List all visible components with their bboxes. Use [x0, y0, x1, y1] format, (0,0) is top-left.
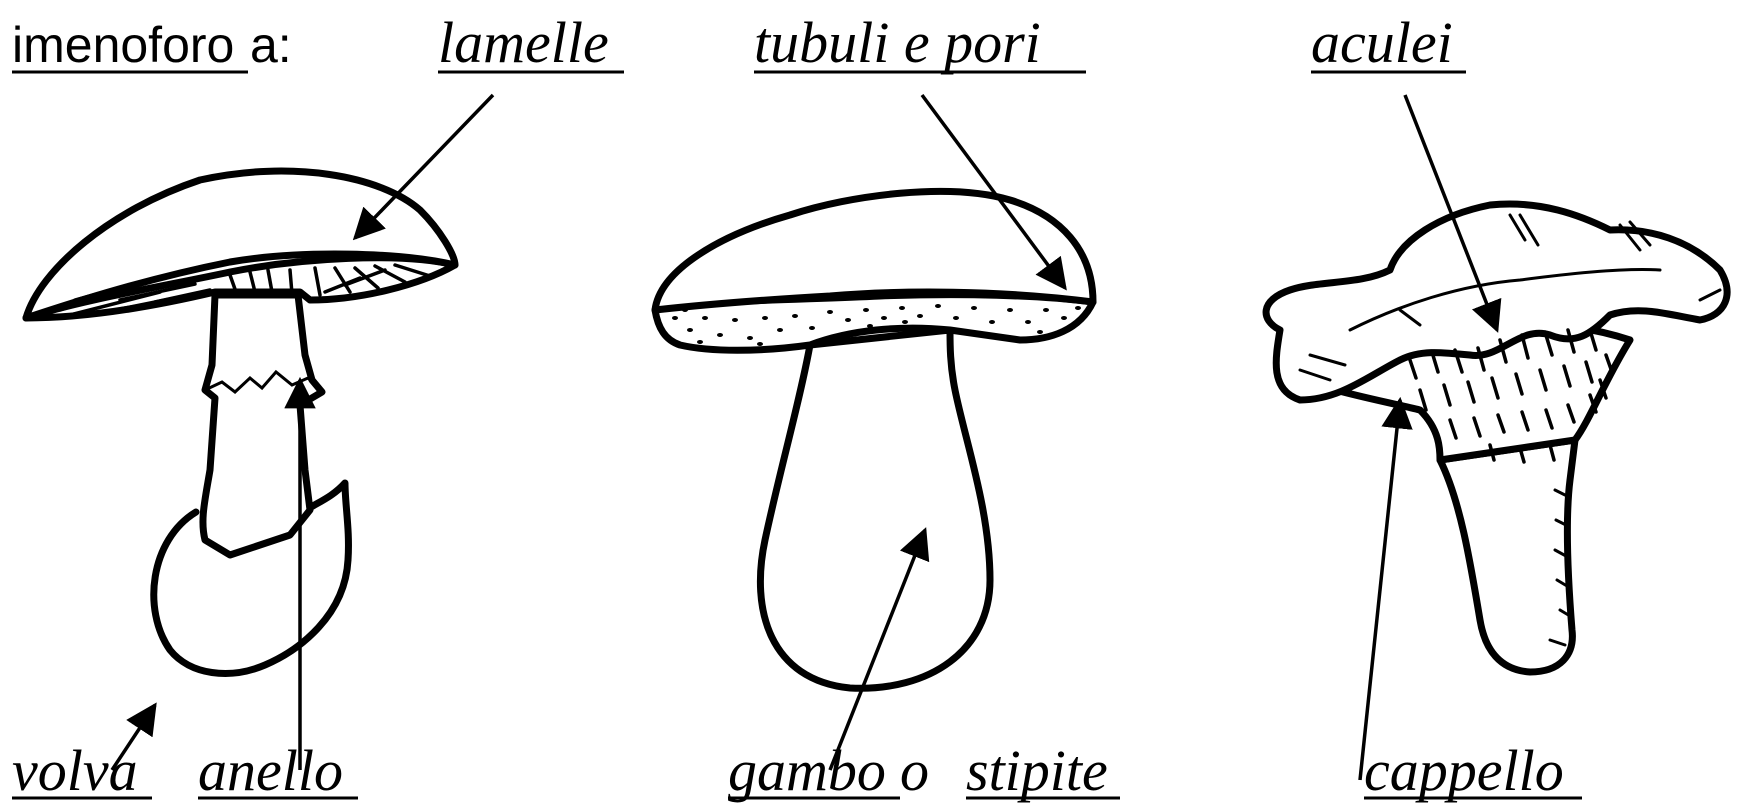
cap-tubuli: [655, 191, 1093, 310]
label-lamelle: lamelle: [438, 10, 609, 75]
stem-tubuli: [760, 330, 990, 688]
title-imenoforo: imenoforo: [12, 17, 234, 73]
mushroom-tubuli: [655, 191, 1093, 688]
label-tubuli-e-pori: tubuli e pori: [754, 10, 1041, 75]
mushroom-aculei: [1266, 204, 1727, 672]
arrow-cappello: [1360, 400, 1400, 780]
label-connector-o: o: [900, 738, 929, 803]
label-volva: volva: [12, 738, 138, 803]
title-suffix: a:: [250, 17, 292, 73]
label-stipite: stipite: [966, 738, 1108, 803]
label-gambo: gambo: [728, 738, 886, 803]
label-cappello: cappello: [1364, 738, 1564, 803]
label-aculei: aculei: [1311, 10, 1453, 75]
mushroom-lamelle: [26, 171, 455, 673]
stem-lamelle: [203, 295, 322, 555]
label-anello: anello: [198, 738, 343, 803]
stem-aculei: [1440, 440, 1575, 672]
